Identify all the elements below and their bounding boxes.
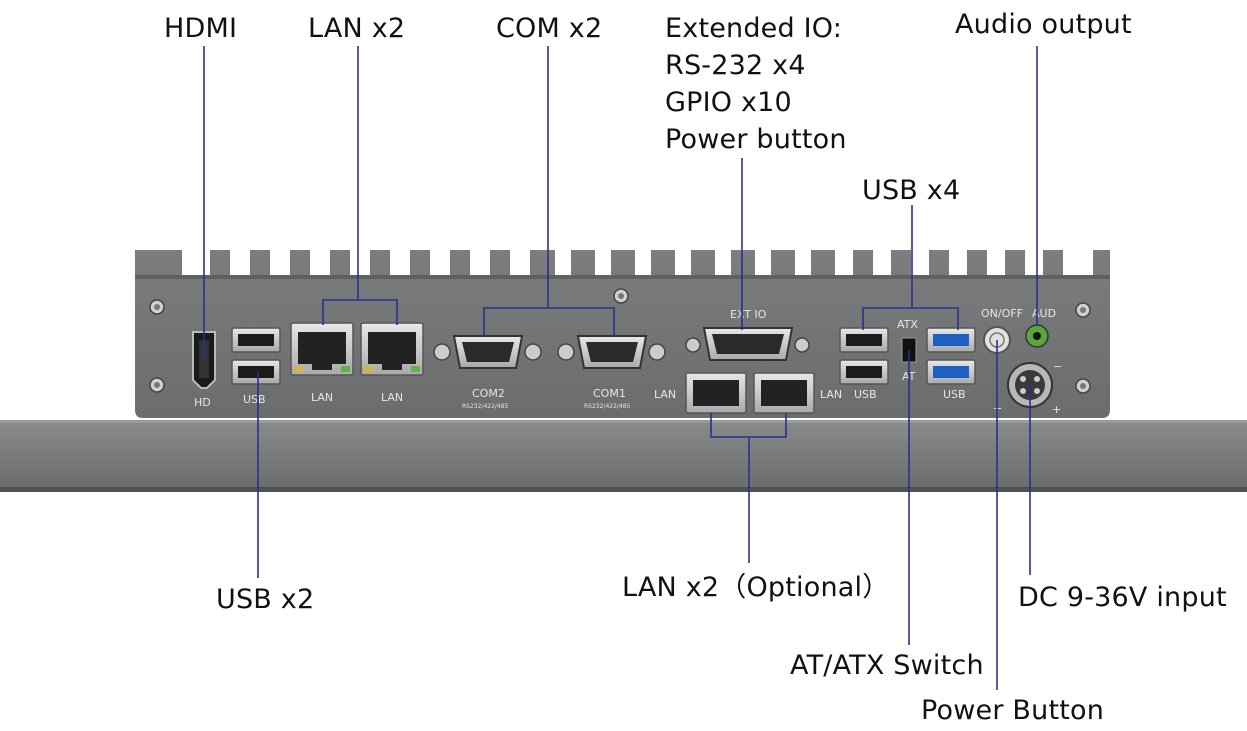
callout-extended-io-line1: Extended IO:: [665, 13, 843, 44]
silk-lan-opt: LAN: [654, 388, 676, 401]
silk-com1: COM1: [593, 387, 626, 400]
callout-power-button: Power Button: [921, 695, 1105, 726]
base-shelf: [0, 420, 1247, 492]
ext-io-connector: [685, 327, 810, 361]
silk-com1-sub: RS232/422/485: [584, 403, 631, 410]
audio-jack: [1025, 324, 1049, 348]
callout-extended-io: Extended IO: RS-232 x4 GPIO x10 Power bu…: [665, 10, 847, 158]
silk-lan-right: LAN: [820, 388, 842, 401]
callout-com: COM x2: [496, 13, 603, 44]
silk-minus-top: −: [1053, 360, 1062, 373]
com-ports: [433, 335, 666, 369]
silk-usb-right: USB: [854, 388, 877, 401]
usb-right-ports: [839, 327, 889, 385]
silk-lan2: LAN: [381, 391, 403, 404]
leader-lines: [203, 46, 1038, 690]
callout-extended-io-line4: Power button: [665, 124, 847, 155]
callout-extended-io-line3: GPIO x10: [665, 87, 792, 118]
callout-audio: Audio output: [955, 9, 1132, 40]
screws: [149, 288, 1091, 394]
callout-hdmi: HDMI: [164, 13, 238, 44]
callout-lan-top: LAN x2: [308, 13, 406, 44]
silk-aud: AUD: [1032, 307, 1056, 320]
silk-com2: COM2: [472, 387, 505, 400]
usb-left-ports: [231, 327, 281, 385]
callout-usb4: USB x4: [862, 175, 961, 206]
callout-extended-io-line2: RS-232 x4: [665, 50, 806, 81]
silk-atx: ATX: [897, 318, 918, 331]
callout-dc-input: DC 9-36V input: [1018, 582, 1227, 613]
heatsink-fins: [182, 250, 1093, 275]
silk-com2-sub: RS232/422/485: [462, 403, 509, 410]
silk-plus: +: [1052, 403, 1061, 416]
lan-top-ports: [290, 322, 424, 376]
silk-usb-left: USB: [243, 393, 266, 406]
usb3-ports: [926, 327, 976, 385]
silk-usb3: USB: [943, 388, 966, 401]
callout-atx-switch: AT/ATX Switch: [790, 650, 984, 681]
silk-on-off: ON/OFF: [981, 307, 1023, 320]
silk-hd: HD: [194, 396, 211, 409]
callout-lan-optional: LAN x2（Optional）: [622, 572, 890, 603]
callout-usb2: USB x2: [216, 584, 315, 615]
silk-ext-io: EXT IO: [730, 308, 767, 321]
lan-optional-ports: [685, 372, 815, 414]
silk-lan1: LAN: [311, 391, 333, 404]
